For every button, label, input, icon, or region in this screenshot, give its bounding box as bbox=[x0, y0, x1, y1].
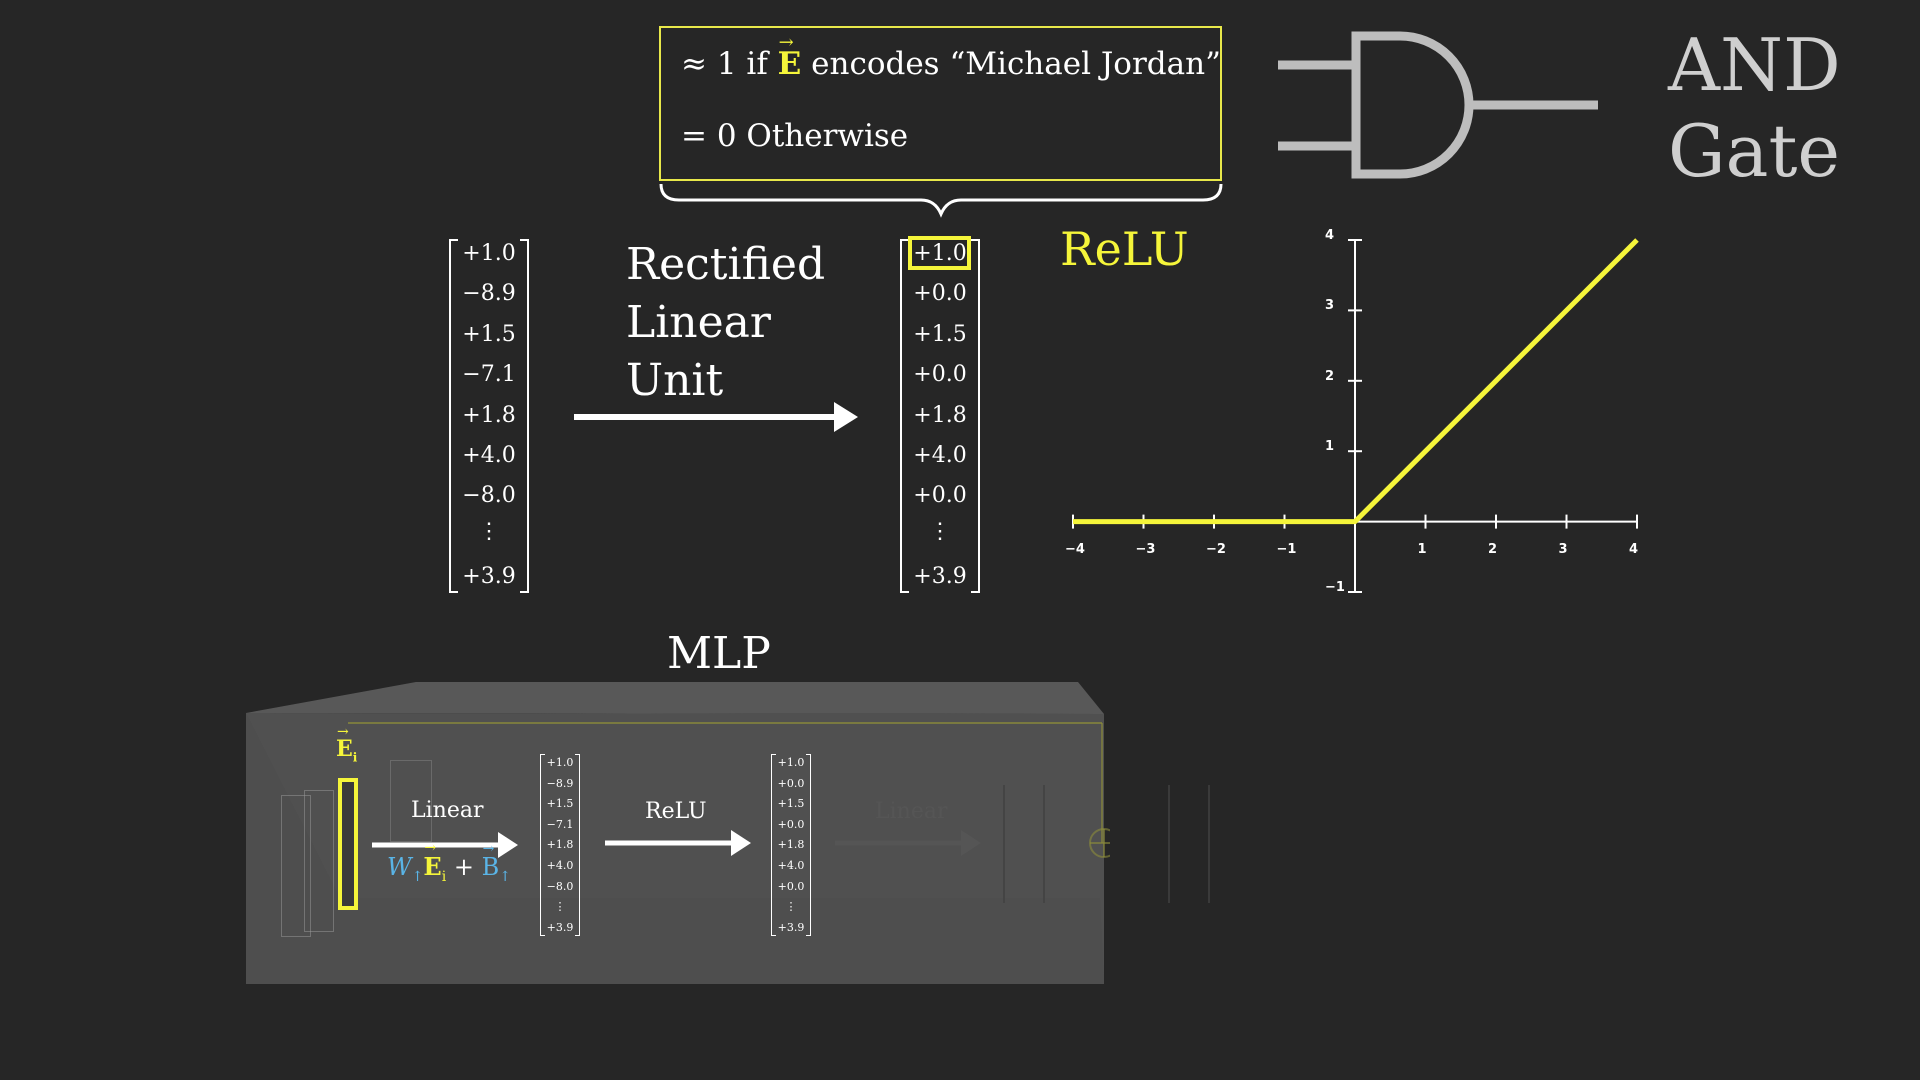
faded-vector bbox=[1168, 785, 1210, 903]
y-tick-label: 2 bbox=[1325, 368, 1335, 384]
output-vector: +1.0+0.0+1.5+0.0+1.8+4.0+0.0+3.9⋮ bbox=[900, 239, 980, 593]
y-tick-label: 1 bbox=[1325, 439, 1335, 455]
linear-arrow-icon bbox=[372, 832, 518, 858]
vector-entry: +0.0 bbox=[777, 817, 805, 831]
vector-entry: +3.9 bbox=[913, 564, 967, 590]
and-gate-label-line2: Gate bbox=[1668, 109, 1840, 193]
embedding-stack bbox=[281, 795, 311, 937]
vector-entry: +4.0 bbox=[462, 443, 516, 468]
input-vector: +1.0−8.9+1.5−7.1+1.8+4.0−8.0+3.9⋮ bbox=[449, 239, 529, 593]
relu-output-vector: +1.0 +0.0 +1.5 +0.0 +1.8 +4.0 +0.0 +3.9 ⋮ bbox=[771, 754, 811, 936]
vector-entry: −8.0 bbox=[462, 483, 516, 509]
faded-arrow-icon bbox=[835, 830, 981, 856]
vector-entry: +3.9 bbox=[777, 920, 805, 934]
condition-box: ≈ 1 if →E encodes “Michael Jordan” = 0 O… bbox=[659, 26, 1222, 181]
rlu-line3: Unit bbox=[626, 355, 724, 406]
mlp-relu-label: ReLU bbox=[645, 799, 707, 824]
vector-entry: +1.0 bbox=[777, 756, 805, 769]
vector-entry: +0.0 bbox=[777, 776, 805, 790]
vector-entry: +4.0 bbox=[777, 859, 805, 872]
x-tick-label: 1 bbox=[1417, 541, 1427, 557]
x-tick-label: −2 bbox=[1206, 541, 1226, 557]
relu-series-line bbox=[1073, 238, 1639, 525]
bias-symbol: →B bbox=[481, 841, 500, 881]
and-gate-label-line1: AND bbox=[1668, 23, 1841, 107]
rlu-line1: Rectified bbox=[626, 239, 826, 290]
condition-prefix: ≈ 1 if bbox=[681, 46, 768, 82]
weight-symbol: W bbox=[387, 853, 412, 881]
vector-e-symbol: →E bbox=[777, 32, 802, 82]
relu-arrow-icon bbox=[605, 830, 751, 856]
vector-entry: +1.5 bbox=[777, 797, 805, 811]
x-tick-label: 4 bbox=[1629, 541, 1639, 557]
vector-entry: +1.0 bbox=[913, 241, 967, 266]
mlp-title: MLP bbox=[667, 628, 771, 679]
y-tick-label: −1 bbox=[1325, 580, 1345, 595]
y-tick-label: 4 bbox=[1325, 228, 1335, 243]
vector-entry: +3.9 bbox=[462, 564, 516, 590]
vector-ellipsis: ⋮ bbox=[554, 900, 566, 914]
vector-entry: +4.0 bbox=[546, 859, 574, 872]
vector-entry: −8.0 bbox=[546, 879, 574, 893]
x-tick-label: 3 bbox=[1558, 541, 1568, 557]
highlight-first-entry bbox=[908, 236, 971, 270]
vector-entry: +1.5 bbox=[462, 321, 516, 347]
vector-entry: +1.8 bbox=[913, 402, 967, 428]
condition-suffix: encodes “Michael Jordan” bbox=[811, 46, 1221, 82]
faded-vector bbox=[1003, 785, 1045, 903]
vector-entry: +0.0 bbox=[913, 362, 967, 388]
vector-entry: +1.0 bbox=[462, 241, 516, 266]
vector-entry: +3.9 bbox=[546, 920, 574, 934]
embedding-stack bbox=[304, 790, 334, 932]
x-tick-label: −1 bbox=[1276, 541, 1297, 557]
vector-entry: +1.8 bbox=[777, 838, 805, 852]
vector-entry: +1.8 bbox=[462, 402, 516, 428]
vector-entry: +1.5 bbox=[913, 321, 967, 347]
y-tick-label: 3 bbox=[1325, 298, 1335, 314]
vector-entry: +0.0 bbox=[777, 879, 805, 893]
rectified-linear-unit-text: Rectified Linear Unit bbox=[626, 236, 825, 410]
vector-entry: +1.8 bbox=[546, 838, 574, 852]
arrow-right-icon bbox=[574, 402, 858, 432]
vector-entry: −8.9 bbox=[546, 776, 574, 790]
hidden-vector: +1.0 −8.9 +1.5 −7.1 +1.8 +4.0 −8.0 +3.9 ⋮ bbox=[540, 754, 580, 936]
vector-ellipsis: ⋮ bbox=[785, 900, 797, 914]
x-tick-label: −4 bbox=[1065, 541, 1085, 557]
and-gate-icon bbox=[1278, 31, 1598, 179]
embedding-stack bbox=[390, 760, 432, 842]
embedding-ei-highlight bbox=[338, 778, 358, 910]
relu-chart-title: ReLU bbox=[1060, 222, 1189, 276]
vector-entry: +0.0 bbox=[913, 483, 967, 509]
rlu-line2: Linear bbox=[626, 297, 771, 348]
linear-faded-label: Linear bbox=[875, 799, 948, 824]
linear-label: Linear bbox=[411, 798, 484, 823]
curly-brace bbox=[659, 183, 1223, 218]
condition-line-1: ≈ 1 if →E encodes “Michael Jordan” bbox=[681, 32, 1221, 82]
ei-label: →Ei bbox=[336, 724, 358, 765]
condition-line-2: = 0 Otherwise bbox=[681, 118, 909, 154]
vector-entry: −7.1 bbox=[462, 362, 516, 388]
and-gate-label: AND Gate bbox=[1668, 22, 1841, 194]
vector-entry: +0.0 bbox=[913, 281, 967, 307]
vector-entry: +1.0 bbox=[546, 756, 574, 769]
x-tick-label: 2 bbox=[1488, 541, 1498, 557]
linear-formula: W↑→Ei + →B↑ bbox=[387, 840, 511, 885]
vector-entry: +1.5 bbox=[546, 797, 574, 811]
vector-entry: +4.0 bbox=[913, 443, 967, 468]
mlp-box bbox=[246, 682, 1110, 984]
vector-entry: −7.1 bbox=[546, 817, 574, 831]
x-tick-label: −3 bbox=[1135, 541, 1156, 557]
vector-entry: −8.9 bbox=[462, 281, 516, 307]
